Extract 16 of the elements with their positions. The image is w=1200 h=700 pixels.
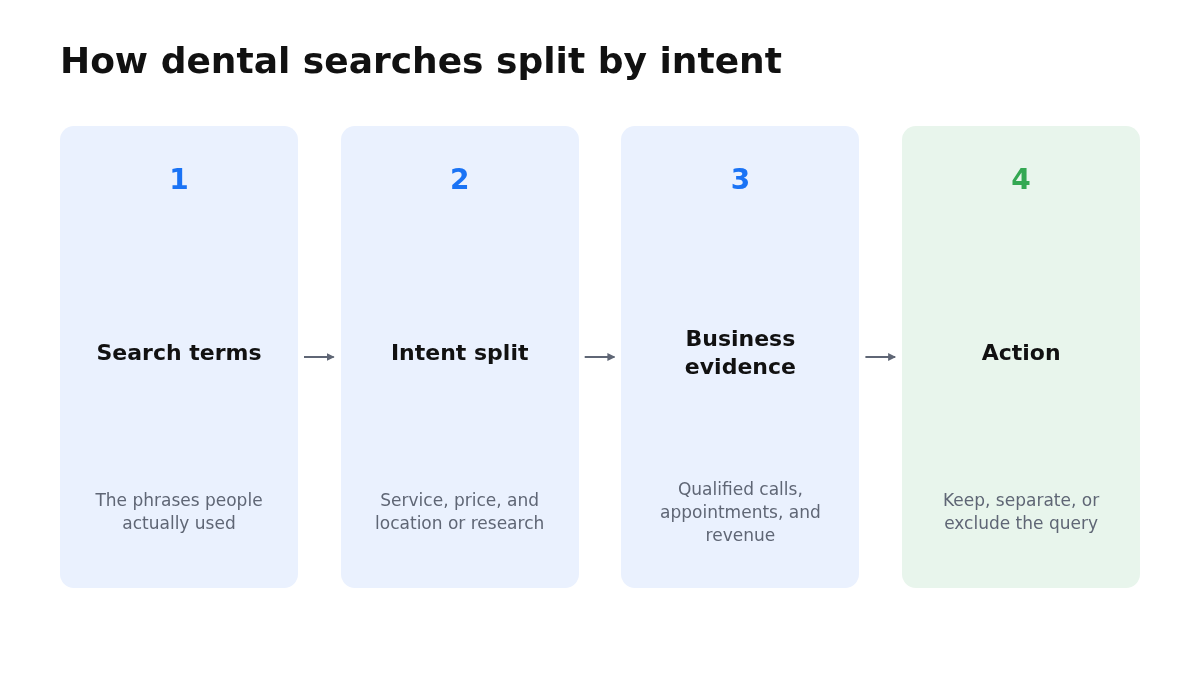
arrow — [583, 353, 616, 361]
step-description: Qualified calls, appointments, and revenue — [659, 477, 822, 547]
step-heading: Action — [980, 339, 1062, 367]
arrow — [864, 353, 897, 361]
step-number: 3 — [729, 166, 752, 194]
step-number: 2 — [448, 166, 471, 194]
step-description: Service, price, and location or research — [374, 489, 546, 535]
diagram-title: How dental searches split by intent — [60, 39, 782, 83]
step-heading: Business evidence — [683, 325, 797, 381]
step-number: 1 — [168, 166, 190, 194]
step-heading: Intent split — [389, 339, 530, 367]
step-heading: Search terms — [95, 339, 263, 367]
arrow — [303, 353, 335, 361]
step-number: 4 — [1010, 166, 1032, 194]
step-description: The phrases people actually used — [94, 489, 264, 535]
step-description: Keep, separate, or exclude the query — [942, 489, 1101, 535]
